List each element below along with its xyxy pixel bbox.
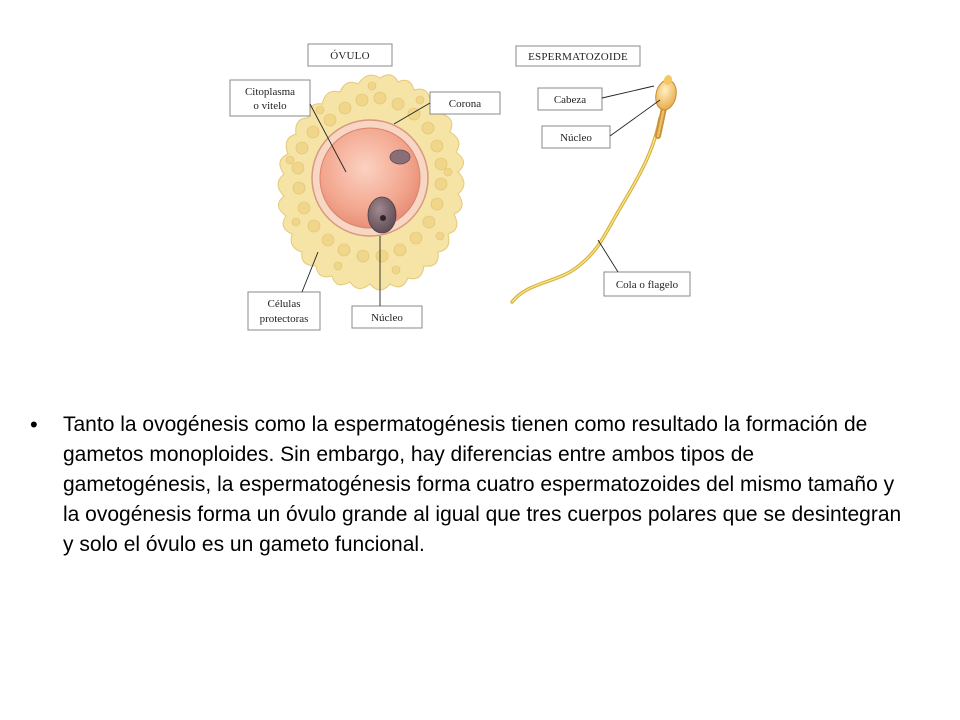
protective-cells (285, 81, 453, 275)
label-corona: Corona (393, 91, 501, 125)
label-cola-text: Cola o flagelo (616, 279, 679, 291)
label-citoplasma-line2: o vitelo (253, 100, 287, 112)
ovum-nucleus (367, 196, 397, 234)
label-celulas: Células protectoras (247, 251, 321, 331)
label-nucleo-esperma-text: Núcleo (560, 132, 592, 144)
summary-text: Tanto la ovogénesis como la espermatogén… (63, 413, 902, 556)
leader-corona (393, 102, 431, 125)
gametes-diagram: ÓVULO Citoplasma o vitelo Corona Células… (229, 43, 691, 331)
label-nucleo-ovulo-text: Núcleo (371, 312, 403, 324)
bullet-marker: • (30, 412, 38, 437)
label-cabeza-text: Cabeza (554, 94, 586, 106)
label-cola: Cola o flagelo (597, 239, 691, 297)
espermatozoide-title: ESPERMATOZOIDE (528, 51, 628, 63)
sperm-illustration (510, 75, 677, 304)
label-corona-text: Corona (449, 98, 482, 110)
leader-citoplasma (309, 103, 347, 173)
leader-cola (597, 239, 619, 273)
label-cabeza: Cabeza (537, 85, 655, 111)
espermatozoide-title-box: ESPERMATOZOIDE (515, 45, 641, 67)
leader-celulas (301, 251, 319, 293)
label-citoplasma: Citoplasma o vitelo (229, 79, 347, 173)
label-nucleo-esperma: Núcleo (541, 99, 661, 149)
summary-paragraph: • Tanto la ovogénesis como la espermatog… (30, 410, 910, 560)
nucleolus (380, 215, 386, 221)
label-celulas-line1: Células (268, 298, 301, 310)
ovum-illustration (277, 74, 465, 291)
polar-body (389, 149, 411, 165)
leader-cabeza (601, 85, 655, 99)
leader-nucleo-esperma (609, 99, 661, 137)
ovulo-title: ÓVULO (330, 50, 370, 62)
label-celulas-line2: protectoras (260, 313, 309, 325)
label-citoplasma-line1: Citoplasma (245, 86, 295, 98)
label-nucleo-ovulo: Núcleo (351, 236, 423, 329)
ovulo-title-box: ÓVULO (307, 43, 393, 67)
